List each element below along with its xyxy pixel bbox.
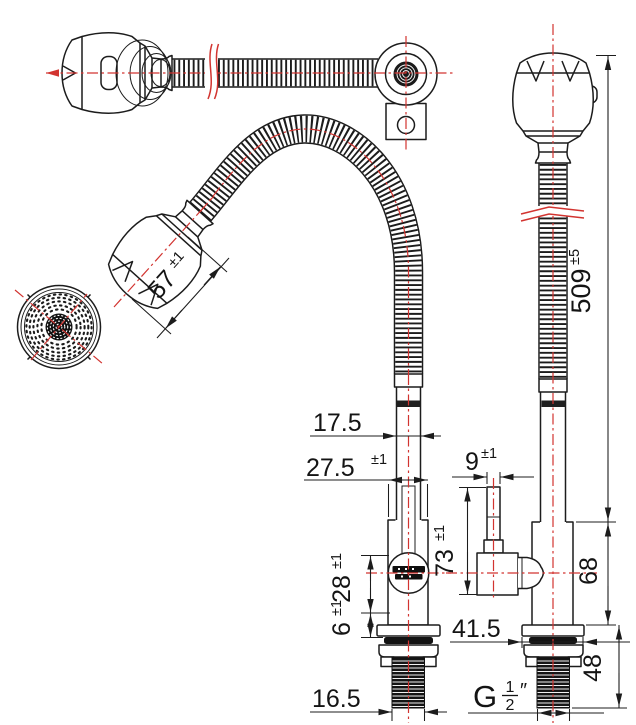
dim-thread-spec: G 1 2 ″ [468, 679, 604, 721]
dim-elbow-height: 73 ±1 [431, 486, 486, 596]
spray-face-view [14, 284, 104, 370]
dim-shank-height-label: 48 [579, 654, 607, 682]
dim-overall-length: 509 ±5 [566, 54, 616, 523]
rim-ticks [26, 293, 92, 361]
head-axis-centerline [113, 195, 215, 308]
dimensions: 57 ±1 17.5 27.5 ±1 9 ±1 [131, 54, 630, 721]
dim-stem-od-label: 9 [465, 448, 479, 476]
dim-elbow-height-tol: ±1 [432, 525, 448, 541]
dim-overall-length-label: 509 [566, 268, 596, 313]
dim-hose-od-label: 17.5 [313, 409, 362, 437]
dim-flange-gap: 6 ±1 [328, 600, 383, 639]
dim-flange-od: 41.5 [450, 615, 630, 648]
dim-overall-length-tol: ±5 [567, 249, 583, 265]
elbow-block [476, 552, 519, 596]
dim-body-height-label: 68 [575, 557, 603, 585]
spray-face-rim [16, 284, 102, 370]
dim-shank-height: 48 [572, 625, 627, 709]
dim-head-length-tol: ±1 [165, 249, 188, 272]
thread-spec-numerator: 1 [506, 679, 515, 696]
dim-elbow-height-label: 73 [431, 549, 459, 577]
dim-flange-gap-label: 6 [328, 622, 356, 636]
dim-stem-od-tol: ±1 [481, 446, 497, 462]
break-mark [207, 43, 213, 100]
dim-thread-od-label: 16.5 [312, 685, 361, 713]
spray-holes [25, 293, 93, 361]
dim-body-height: 68 [575, 522, 616, 626]
dim-stem-od: 9 ±1 [452, 446, 534, 484]
dim-ball-height: 28 ±1 [328, 553, 390, 614]
dim-body-od-label: 27.5 [306, 454, 355, 482]
thread-spec-unit: ″ [520, 680, 527, 702]
dim-flange-gap-tol: ±1 [329, 600, 345, 616]
dim-hose-od: 17.5 [310, 409, 441, 440]
dim-ball-height-label: 28 [328, 575, 356, 603]
break-mark [520, 206, 585, 215]
right-view [446, 24, 598, 723]
thread-spec-denominator: 2 [506, 697, 515, 714]
dim-body-od: 27.5 ±1 [304, 452, 429, 517]
dim-flange-od-label: 41.5 [452, 615, 501, 643]
thread-spec-prefix: G [473, 679, 497, 714]
front-view [95, 114, 451, 723]
side-view [46, 32, 455, 150]
dim-ball-height-tol: ±1 [329, 553, 345, 569]
centerline-arrow [46, 69, 59, 77]
dim-thread-od: 16.5 [310, 685, 447, 721]
dim-body-od-tol: ±1 [371, 452, 387, 468]
